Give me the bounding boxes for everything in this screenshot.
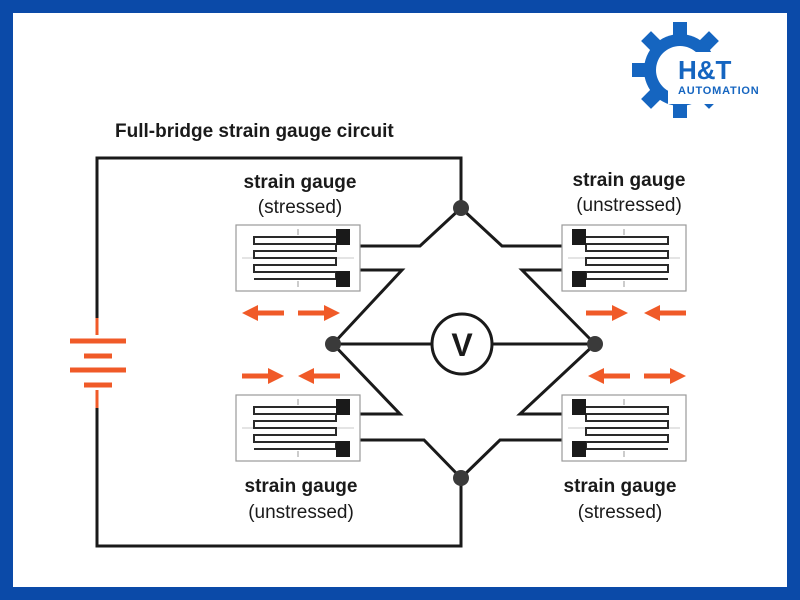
gauge-top-right-state: (unstressed): [576, 195, 682, 216]
voltmeter-symbol: V: [451, 327, 473, 363]
arrow-left-icon: [644, 305, 686, 321]
gauge-bottom-right-name: strain gauge: [564, 476, 677, 497]
arrow-left-icon: [242, 305, 284, 321]
logo-tagline: AUTOMATION: [678, 85, 760, 97]
gauge-top-left: [235, 224, 361, 292]
gauge-top-left-name: strain gauge: [244, 172, 357, 193]
arrow-right-icon: [644, 368, 686, 384]
junction-nodes: [325, 200, 603, 486]
company-logo: H&T AUTOMATION: [632, 22, 780, 118]
battery-icon: [70, 318, 126, 408]
gauge-bottom-right-state: (stressed): [578, 502, 662, 523]
diagram-title: Full-bridge strain gauge circuit: [115, 121, 394, 142]
outer-wires: [95, 156, 463, 548]
gauge-bottom-left: [235, 394, 361, 462]
arrow-left-icon: [588, 368, 630, 384]
gauge-top-right: [561, 224, 687, 292]
diagram-canvas: [13, 13, 787, 587]
voltmeter-icon: V: [430, 312, 494, 376]
bridge-wires: [331, 206, 597, 480]
gauge-bottom-left-state: (unstressed): [248, 502, 354, 523]
node-right: [587, 336, 603, 352]
arrow-right-icon: [298, 305, 340, 321]
gauge-bottom-left-name: strain gauge: [245, 476, 358, 497]
logo-plate: [668, 52, 780, 104]
gauge-top-left-state: (stressed): [258, 197, 342, 218]
logo-brand: H&T: [678, 55, 732, 85]
arrow-right-icon: [586, 305, 628, 321]
arrow-right-icon: [242, 368, 284, 384]
gauge-top-right-name: strain gauge: [573, 170, 686, 191]
node-bottom: [453, 470, 469, 486]
node-top: [453, 200, 469, 216]
node-left: [325, 336, 341, 352]
arrow-left-icon: [298, 368, 340, 384]
gauge-bottom-right: [561, 394, 687, 462]
